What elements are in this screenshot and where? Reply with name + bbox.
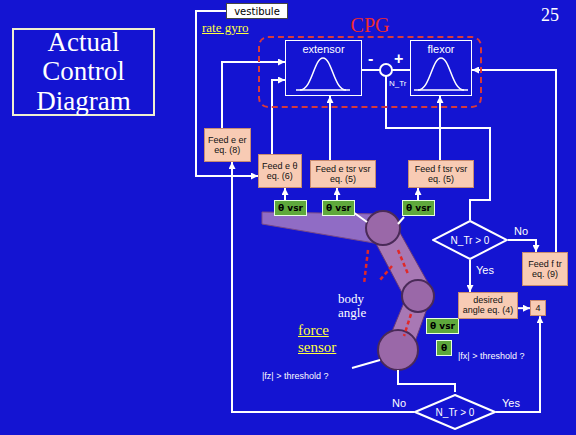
angle-box: θ: [436, 340, 452, 356]
node-text: θ: [441, 343, 447, 353]
connector-arrow: [417, 188, 419, 200]
wire: [386, 76, 490, 220]
connector-arrow: [284, 188, 286, 200]
equation-ref: eq. (5): [330, 174, 356, 184]
leg-illustration: [262, 211, 434, 370]
connector-arrow: [329, 96, 331, 160]
connector-arrow: [472, 70, 556, 252]
diamond-shape: [433, 221, 507, 259]
node-text: N_Tr > 0: [436, 407, 475, 418]
motion-arrows: [364, 250, 411, 336]
wire: [362, 69, 380, 71]
title-text: Actual Control Diagram: [14, 28, 153, 115]
angle-box: θ vsr: [274, 200, 307, 216]
feedback-box: Feed f treq. (9): [522, 252, 568, 286]
baseline: [414, 89, 468, 91]
node-text: N_Tr > 0: [451, 235, 490, 246]
signal-wires: [352, 64, 490, 392]
feedback-box: Feed e tsr vsreq. (5): [310, 160, 376, 188]
motion-arrow: [398, 250, 408, 274]
sensor-label: body angle: [338, 292, 386, 321]
decision-diamond: N_Tr > 0: [414, 394, 496, 430]
node-text: Feed f tr: [528, 259, 562, 269]
equation-ref: eq. (5): [428, 174, 454, 184]
feedback-box: Feed e ereq. (8): [204, 128, 251, 162]
knee-joint: [402, 280, 434, 312]
connector-arrow: [196, 11, 258, 176]
condition-note: |fx| > threshold ?: [458, 352, 524, 362]
hip-joint: [366, 211, 400, 245]
feedback-box: desired angle eq. (4): [458, 292, 518, 319]
connector-arrow: [272, 80, 285, 154]
connector-arrow: [439, 96, 441, 160]
bell-curve: [300, 58, 346, 90]
oscillator-box: extensor: [285, 40, 362, 96]
connector-arrow: [508, 240, 536, 252]
motion-arrow: [364, 250, 368, 284]
wire: [352, 360, 380, 368]
oscillator-box: flexor: [410, 40, 472, 96]
motion-arrow: [404, 314, 411, 336]
wire: [353, 212, 367, 222]
equation-ref: eq. (9): [532, 269, 558, 279]
node-text: 4: [535, 303, 540, 313]
node-text: θ vsr: [278, 203, 303, 213]
edge-label: No: [390, 397, 408, 409]
angle-box: θ vsr: [322, 200, 355, 216]
diamond-shape: [415, 395, 495, 429]
decision-diamond: N_Tr > 0: [432, 220, 508, 260]
sensor-label: rate gyro: [202, 21, 249, 35]
wire: [398, 370, 455, 392]
node-text: θ vsr: [326, 203, 351, 213]
summing-junction: [380, 64, 392, 76]
signal-name: N_Tr: [389, 80, 406, 89]
edge-label: Yes: [474, 264, 496, 276]
connector-arrow: [469, 260, 471, 292]
node-text: Feed e tsr vsr: [315, 164, 370, 174]
node-text: Feed f tsr vsr: [415, 164, 468, 174]
connector-arrow: [222, 62, 285, 128]
minus-sign: -: [368, 50, 373, 68]
motion-arrow: [380, 266, 392, 280]
wire: [398, 217, 404, 224]
trunk-segment: [262, 212, 380, 244]
bell-curve: [418, 58, 464, 90]
condition-note: |fz| > threshold ?: [262, 372, 328, 382]
oscillator-curves: [296, 58, 468, 90]
node-text: θ vsr: [406, 203, 431, 213]
angle-box: θ vsr: [402, 200, 435, 216]
edge-label: No: [512, 225, 530, 237]
foot-joint: [378, 330, 418, 370]
node-text: desired angle eq. (4): [462, 295, 514, 316]
angle-box: θ vsr: [426, 318, 459, 334]
node-text: Feed e er: [208, 135, 247, 145]
equation-ref: eq. (6): [267, 171, 293, 181]
feedback-box: 4: [530, 300, 546, 316]
node-text: flexor: [428, 43, 455, 55]
node-text: extensor: [302, 43, 344, 55]
connector-arrow: [336, 188, 338, 200]
wire: [392, 69, 410, 71]
connector-arrow: [496, 316, 540, 412]
node-text: CPG: [351, 14, 390, 36]
sensor-box: vestibule: [226, 3, 288, 19]
plus-sign: +: [394, 50, 403, 68]
title-box: Actual Control Diagram: [12, 28, 155, 116]
connector-arrow: [518, 307, 530, 309]
connector-arrow: [232, 162, 414, 412]
edge-label: Yes: [500, 397, 522, 409]
equation-ref: eq. (8): [214, 145, 240, 155]
node-text: vestibule: [234, 6, 280, 17]
feedback-box: Feed e θeq. (6): [258, 154, 302, 188]
node-text: Feed e θ: [262, 161, 298, 171]
sensor-label: force sensor: [298, 322, 360, 355]
feedback-box: Feed f tsr vsreq. (5): [408, 160, 474, 188]
node-text: θ vsr: [430, 321, 455, 331]
slide-number: 25: [541, 6, 559, 26]
baseline: [296, 89, 350, 91]
